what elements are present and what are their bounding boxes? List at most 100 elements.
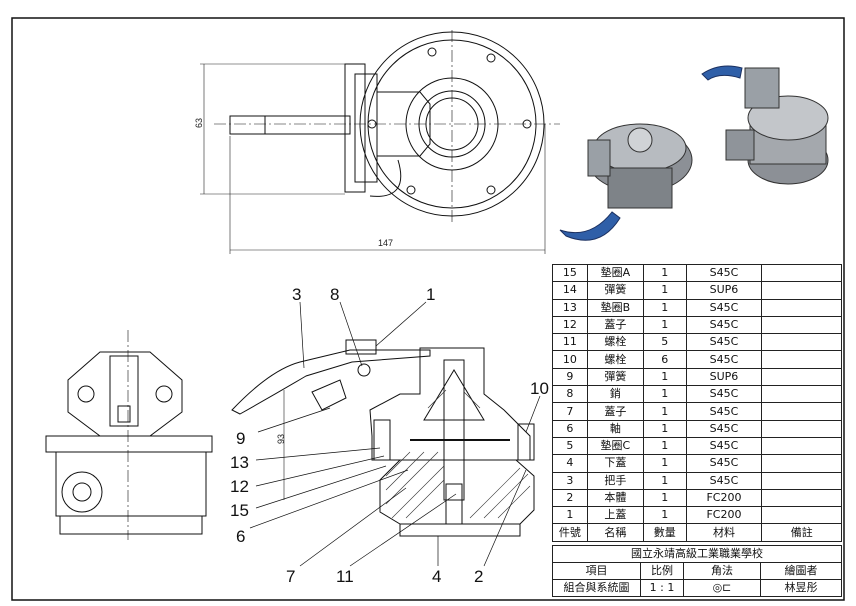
part-no-cell: 10 [552, 350, 588, 369]
part-no-cell: 5 [552, 436, 588, 456]
sheet-border [11, 17, 845, 601]
part-qty-cell: 5 [643, 333, 687, 352]
header-name-cell: 名稱 [586, 523, 645, 542]
section-hatching [385, 389, 531, 519]
width-dimension-label: 147 [378, 238, 393, 248]
part-no-cell: 11 [552, 333, 588, 352]
part-qty-cell: 1 [643, 436, 687, 456]
part-no-cell: 15 [552, 263, 588, 283]
part-no-cell: 13 [552, 298, 588, 317]
part-remark-cell [761, 298, 842, 317]
part-qty-cell: 1 [643, 488, 687, 508]
part-qty-cell: 1 [643, 419, 687, 438]
header-no-cell: 件號 [552, 523, 588, 542]
balloon-11: 11 [336, 567, 354, 586]
part-no-cell: 6 [552, 419, 588, 438]
part-material-cell: S45C [685, 419, 763, 438]
balloon-13: 13 [230, 453, 249, 472]
part-name-cell: 軸 [586, 419, 645, 438]
part-remark-cell [761, 385, 842, 404]
part-remark-cell [761, 367, 842, 387]
part-material-cell: SUP6 [685, 367, 763, 387]
part-qty-cell: 1 [643, 315, 687, 335]
part-material-cell: S45C [685, 315, 763, 335]
part-qty-cell: 1 [643, 298, 687, 317]
balloon-3: 3 [292, 285, 301, 304]
part-qty-cell: 1 [643, 281, 687, 300]
angle-label: 角法 [683, 562, 761, 580]
item-value: 組合與系統圖 [552, 579, 641, 597]
part-no-cell: 14 [552, 281, 588, 300]
title-block: 國立永靖高級工業職業學校 項目 比例 角法 繪圖者 組合與系統圖 1 : 1 ◎… [552, 545, 842, 597]
part-name-cell: 墊圈B [586, 298, 645, 317]
scale-value: 1 : 1 [640, 579, 684, 597]
part-name-cell: 上蓋 [586, 506, 645, 525]
balloon-15: 15 [230, 501, 249, 520]
part-material-cell: S45C [685, 298, 763, 317]
side-view [45, 330, 213, 540]
part-material-cell: S45C [685, 471, 763, 490]
part-qty-cell: 1 [643, 506, 687, 525]
balloon-6: 6 [236, 527, 245, 546]
part-material-cell: FC200 [685, 506, 763, 525]
balloon-10: 10 [530, 379, 549, 398]
part-name-cell: 螺栓 [586, 350, 645, 369]
part-remark-cell [761, 263, 842, 283]
part-remark-cell [761, 419, 842, 438]
item-label: 項目 [552, 562, 641, 580]
part-qty-cell: 1 [643, 454, 687, 473]
school-name: 國立永靖高級工業職業學校 [552, 545, 842, 563]
part-remark-cell [761, 333, 842, 352]
part-material-cell: S45C [685, 385, 763, 404]
part-qty-cell: 1 [643, 263, 687, 283]
balloon-7: 7 [286, 567, 295, 586]
part-name-cell: 墊圈C [586, 436, 645, 456]
part-no-cell: 7 [552, 402, 588, 421]
part-no-cell: 12 [552, 315, 588, 335]
section-view [231, 339, 535, 537]
part-name-cell: 螺栓 [586, 333, 645, 352]
height-dimension-label: 63 [194, 118, 204, 128]
part-name-cell: 蓋子 [586, 315, 645, 335]
part-name-cell: 本體 [586, 488, 645, 508]
part-name-cell: 下蓋 [586, 454, 645, 473]
part-qty-cell: 1 [643, 385, 687, 404]
part-remark-cell [761, 402, 842, 421]
header-qty-cell: 數量 [643, 523, 687, 542]
part-name-cell: 銷 [586, 385, 645, 404]
part-qty-cell: 6 [643, 350, 687, 369]
drawer-value: 林昱彤 [760, 579, 842, 597]
part-name-cell: 彈簧 [586, 367, 645, 387]
part-remark-cell [761, 350, 842, 369]
balloon-8: 8 [330, 285, 339, 304]
header-remark-cell: 備註 [761, 523, 842, 542]
part-qty-cell: 1 [643, 471, 687, 490]
header-material-cell: 材料 [685, 523, 763, 542]
part-remark-cell [761, 488, 842, 508]
part-no-cell: 1 [552, 506, 588, 525]
part-remark-cell [761, 436, 842, 456]
balloon-2: 2 [474, 567, 483, 586]
top-view [214, 30, 560, 222]
part-material-cell: SUP6 [685, 281, 763, 300]
part-no-cell: 8 [552, 385, 588, 404]
part-remark-cell [761, 281, 842, 300]
part-material-cell: S45C [685, 333, 763, 352]
top-view-dimensions [200, 63, 546, 254]
isometric-render-right [701, 65, 829, 185]
part-remark-cell [761, 454, 842, 473]
section-height-label: 93 [276, 434, 286, 444]
part-remark-cell [761, 471, 842, 490]
third-angle-projection-icon: ◎⊏ [683, 579, 761, 597]
